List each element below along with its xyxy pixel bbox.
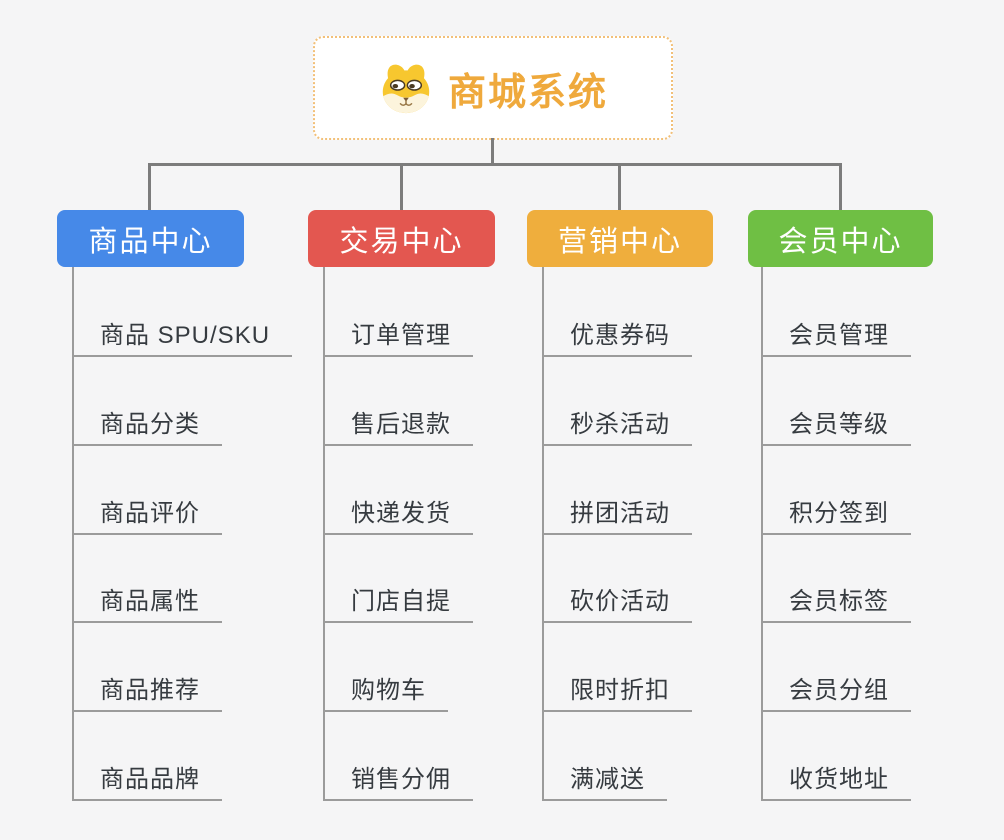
subtopic[interactable]: 快递发货 [323, 498, 473, 535]
connector-root-stem [491, 138, 494, 163]
subtopic[interactable]: 门店自提 [323, 586, 473, 623]
subtopic[interactable]: 销售分佣 [323, 764, 473, 801]
subtopic[interactable]: 订单管理 [323, 320, 473, 357]
subtopic[interactable]: 商品分类 [72, 409, 222, 446]
branch-topic-label: 交易中心 [339, 225, 464, 258]
subtopic[interactable]: 商品品牌 [72, 764, 222, 801]
connector-drop-marketing [618, 163, 621, 210]
subtopic[interactable]: 收货地址 [761, 764, 911, 801]
branch-topic-product-center[interactable]: 商品中心 [57, 210, 244, 267]
subtopic[interactable]: 会员管理 [761, 320, 911, 357]
subtopic[interactable]: 秒杀活动 [542, 409, 692, 446]
subtopic[interactable]: 商品属性 [72, 586, 222, 623]
subtopic[interactable]: 限时折扣 [542, 675, 692, 712]
root-topic[interactable]: 商城系统 [313, 36, 673, 140]
subtopic[interactable]: 积分签到 [761, 498, 911, 535]
branch-topic-marketing-center[interactable]: 营销中心 [527, 210, 713, 267]
branch-topic-label: 营销中心 [557, 225, 682, 258]
branch-topic-label: 商品中心 [88, 225, 213, 258]
subtopic[interactable]: 购物车 [323, 675, 448, 712]
root-topic-label: 商城系统 [447, 71, 608, 114]
connector-drop-member [839, 163, 842, 210]
subtopic[interactable]: 会员等级 [761, 409, 911, 446]
subtopic[interactable]: 会员分组 [761, 675, 911, 712]
subtopic[interactable]: 满减送 [542, 764, 667, 801]
subtopic[interactable]: 商品评价 [72, 498, 222, 535]
branch-topic-trade-center[interactable]: 交易中心 [308, 210, 495, 267]
branch-topic-label: 会员中心 [778, 225, 903, 258]
connector-drop-trade [400, 163, 403, 210]
subtopic[interactable]: 砍价活动 [542, 586, 692, 623]
subtopic[interactable]: 优惠券码 [542, 320, 692, 357]
subtopic[interactable]: 售后退款 [323, 409, 473, 446]
connector-horizontal-bar [149, 163, 840, 166]
branch-topic-member-center[interactable]: 会员中心 [748, 210, 933, 267]
subtopic[interactable]: 会员标签 [761, 586, 911, 623]
subtopic[interactable]: 拼团活动 [542, 498, 692, 535]
dog-face-icon [382, 64, 430, 114]
subtopic[interactable]: 商品 SPU/SKU [72, 320, 293, 357]
subtopic[interactable]: 商品推荐 [72, 675, 222, 712]
connector-drop-product [148, 163, 151, 210]
